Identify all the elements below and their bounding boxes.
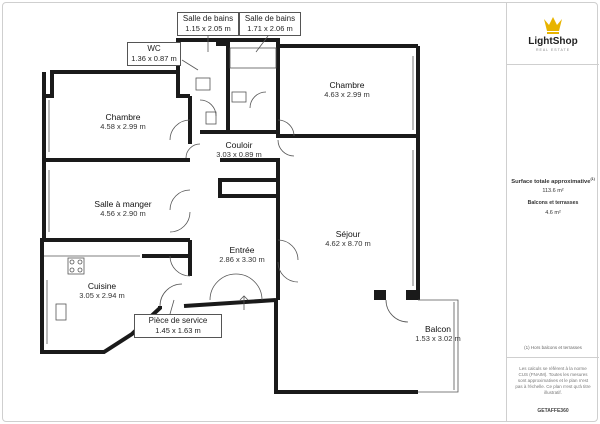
door-arc-balcony	[385, 299, 409, 323]
wall-corridor-box	[218, 158, 280, 198]
room-label-couloir: Couloir 3.03 x 0.89 m	[202, 140, 276, 160]
callout-dimensions: 1.45 x 1.63 m	[155, 326, 201, 335]
room-name: Salle à manger	[94, 199, 152, 209]
outer-wall-left	[40, 72, 162, 354]
door-arc-corridor	[185, 143, 201, 159]
logo-base-icon	[547, 32, 559, 34]
callout-piece-de-service: Pièce de service 1.45 x 1.63 m	[134, 314, 222, 338]
walls	[40, 38, 420, 394]
door-arc-bedroom1	[277, 119, 295, 137]
disclaimer-text: Les calculs se réfèrent à la norme CUS (…	[515, 366, 591, 395]
pillar	[406, 290, 418, 300]
footer-brand: GETAFFE360	[537, 408, 569, 414]
info-sidebar: LightShop REAL ESTATE Surface totale app…	[506, 2, 599, 422]
room-label-entree: Entrée 2.86 x 3.30 m	[200, 245, 284, 265]
leader-bath2	[255, 35, 269, 53]
room-dimensions: 4.56 x 2.90 m	[100, 209, 146, 218]
walls-fill	[216, 40, 418, 300]
wall-bedroom1-bottom	[276, 46, 418, 138]
surface-title: Surface totale approximative(1)	[507, 177, 599, 185]
leader-wc	[181, 59, 199, 71]
callout-dimensions: 1.15 x 2.05 m	[185, 24, 231, 33]
room-label-salle-a-manger: Salle à manger 4.56 x 2.90 m	[70, 199, 176, 219]
balcony-title: Balcons et terrasses	[527, 200, 579, 206]
logo-icon	[544, 17, 562, 34]
room-dimensions: 4.58 x 2.99 m	[100, 122, 146, 131]
burner-icon	[69, 267, 75, 273]
balcony-value: 4.6 m²	[545, 210, 561, 216]
room-dimensions: 3.05 x 2.94 m	[79, 291, 125, 300]
room-label-chambre-2: Chambre 4.58 x 2.99 m	[76, 112, 170, 132]
callout-leaders	[169, 35, 269, 315]
callout-salle-de-bains-1: Salle de bains 1.15 x 2.05 m	[177, 12, 239, 36]
callout-name: Pièce de service	[148, 316, 208, 325]
door-arc-dining2	[169, 211, 191, 233]
room-dimensions: 4.63 x 2.99 m	[324, 90, 370, 99]
callout-name: WC	[147, 44, 161, 53]
room-name: Balcon	[425, 324, 451, 334]
brand-tagline: REAL ESTATE	[535, 48, 571, 52]
room-dimensions: 2.86 x 3.30 m	[219, 255, 265, 264]
door-arc-entry	[209, 273, 237, 301]
door-arc-kitchen	[169, 255, 191, 277]
brand-name: LightShop	[528, 36, 578, 47]
door-arc-sejour2	[277, 261, 299, 283]
sink-icon	[231, 91, 247, 103]
surface-footnote-marker: (1)	[590, 177, 595, 181]
door-arc-sejour	[277, 239, 299, 261]
room-label-sejour: Séjour 4.62 x 8.70 m	[298, 229, 398, 249]
thin-lines	[44, 47, 459, 393]
washbasin-icon	[195, 77, 211, 91]
callout-salle-de-bains-2: Salle de bains 1.71 x 2.06 m	[239, 12, 301, 36]
callout-name: Salle de bains	[182, 14, 234, 23]
room-name: Chambre	[329, 80, 365, 90]
bathtub-icon	[229, 47, 277, 69]
burner-icon	[77, 259, 83, 265]
room-dimensions: 4.62 x 8.70 m	[325, 239, 371, 248]
toilet-icon	[205, 111, 217, 125]
leader-service	[169, 299, 175, 315]
room-name: Entrée	[229, 245, 255, 255]
pillar	[216, 40, 228, 46]
room-name: Couloir	[225, 140, 253, 150]
stove-icon	[67, 257, 85, 275]
logo-crown-icon	[544, 17, 562, 31]
door-arc-wc	[199, 99, 217, 117]
room-dimensions: 1.53 x 3.02 m	[415, 334, 461, 343]
burner-icon	[69, 259, 75, 265]
surface-title-text: Surface totale approximative	[511, 178, 591, 185]
pillar	[374, 290, 386, 300]
door-arc-service	[159, 283, 183, 307]
surface-value: 113.6 m²	[542, 188, 564, 194]
footnote: (1) Hors balcons et terrasses	[524, 345, 582, 350]
room-label-chambre-1: Chambre 4.63 x 2.99 m	[300, 80, 394, 100]
burner-icon	[77, 267, 83, 273]
room-name: Cuisine	[87, 281, 117, 291]
room-name: Séjour	[335, 229, 361, 239]
disclaimer-box: Les calculs se réfèrent à la norme CUS (…	[507, 357, 599, 423]
door-arc-bedroom2	[169, 119, 191, 141]
room-dimensions: 3.03 x 0.89 m	[216, 150, 262, 159]
room-name: Chambre	[105, 112, 141, 122]
door-arc-dining	[169, 189, 191, 211]
callout-dimensions: 1.36 x 0.87 m	[131, 54, 177, 63]
callout-name: Salle de bains	[244, 14, 296, 23]
outer-wall-bottom	[183, 298, 277, 308]
outer-wall-bottom-right	[274, 300, 418, 394]
room-label-cuisine: Cuisine 3.05 x 2.94 m	[60, 281, 144, 301]
logo-box: LightShop REAL ESTATE	[507, 2, 599, 65]
door-arc-bedroom1b	[277, 139, 295, 157]
entrance-arrowhead	[239, 295, 249, 301]
balcony-outline	[418, 299, 459, 393]
door-arc-entry2	[235, 273, 263, 301]
door-arc-bath2	[249, 91, 267, 109]
callout-dimensions: 1.71 x 2.06 m	[247, 24, 293, 33]
kitchen-sink-icon	[55, 303, 67, 321]
callout-wc: WC 1.36 x 0.87 m	[127, 42, 181, 66]
room-label-balcon: Balcon 1.53 x 3.02 m	[396, 324, 480, 344]
floor-plan	[40, 35, 459, 394]
